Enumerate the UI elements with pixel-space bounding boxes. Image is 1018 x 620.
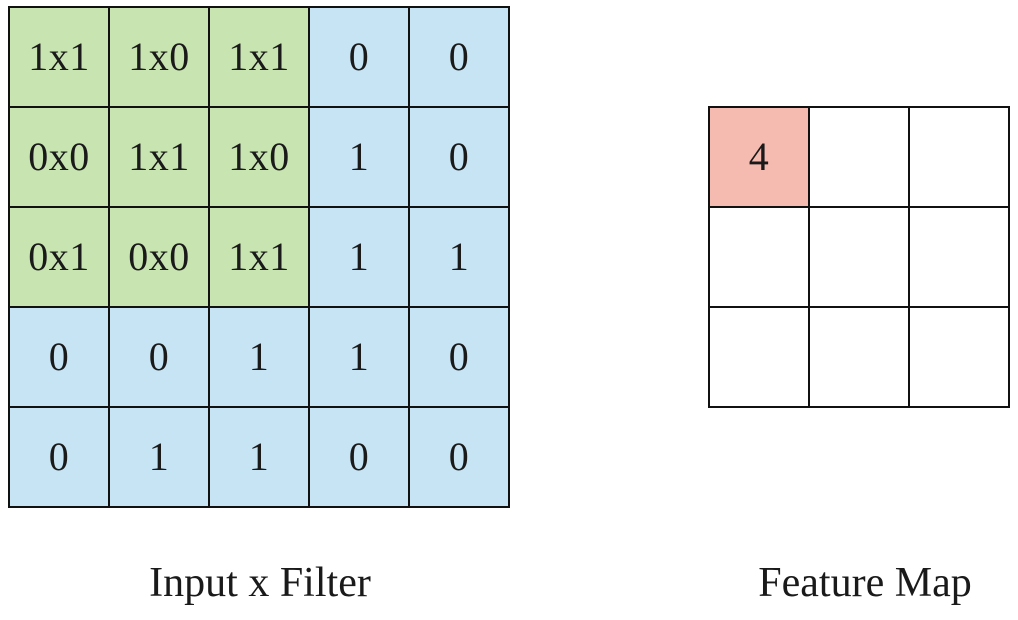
filter-cell-r2-c0: 0x1: [10, 208, 110, 308]
filter-cell-r0-c1: 1x0: [110, 8, 210, 108]
input-cell-r4-c1: 1: [110, 408, 210, 508]
feature-map-caption: Feature Map: [758, 560, 972, 606]
feature-cell-r1-c2: [910, 208, 1010, 308]
input-cell-r4-c2: 1: [210, 408, 310, 508]
feature-map-grid: 4: [708, 106, 1010, 408]
input-cell-r3-c1: 0: [110, 308, 210, 408]
input-cell-r4-c0: 0: [10, 408, 110, 508]
filter-cell-r0-c2: 1x1: [210, 8, 310, 108]
feature-cell-r2-c0: [710, 308, 810, 408]
filter-cell-r1-c2: 1x0: [210, 108, 310, 208]
filter-cell-r2-c1: 0x0: [110, 208, 210, 308]
input-filter-caption: Input x Filter: [149, 560, 371, 606]
input-cell-r3-c2: 1: [210, 308, 310, 408]
filter-cell-r1-c1: 1x1: [110, 108, 210, 208]
filter-cell-r1-c0: 0x0: [10, 108, 110, 208]
input-cell-r4-c3: 0: [310, 408, 410, 508]
input-cell-r3-c4: 0: [410, 308, 510, 408]
feature-cell-r2-c2: [910, 308, 1010, 408]
input-cell-r0-c4: 0: [410, 8, 510, 108]
input-cell-r0-c3: 0: [310, 8, 410, 108]
input-cell-r2-c3: 1: [310, 208, 410, 308]
filter-cell-r0-c0: 1x1: [10, 8, 110, 108]
feature-cell-r0-c2: [910, 108, 1010, 208]
input-cell-r1-c3: 1: [310, 108, 410, 208]
feature-cell-r1-c1: [810, 208, 910, 308]
input-cell-r3-c3: 1: [310, 308, 410, 408]
input-cell-r3-c0: 0: [10, 308, 110, 408]
filter-cell-r2-c2: 1x1: [210, 208, 310, 308]
input-cell-r2-c4: 1: [410, 208, 510, 308]
feature-cell-r0-c1: [810, 108, 910, 208]
feature-cell-r2-c1: [810, 308, 910, 408]
input-cell-r1-c4: 0: [410, 108, 510, 208]
input-cell-r4-c4: 0: [410, 408, 510, 508]
feature-cell-r1-c0: [710, 208, 810, 308]
feature-cell-active: 4: [710, 108, 810, 208]
